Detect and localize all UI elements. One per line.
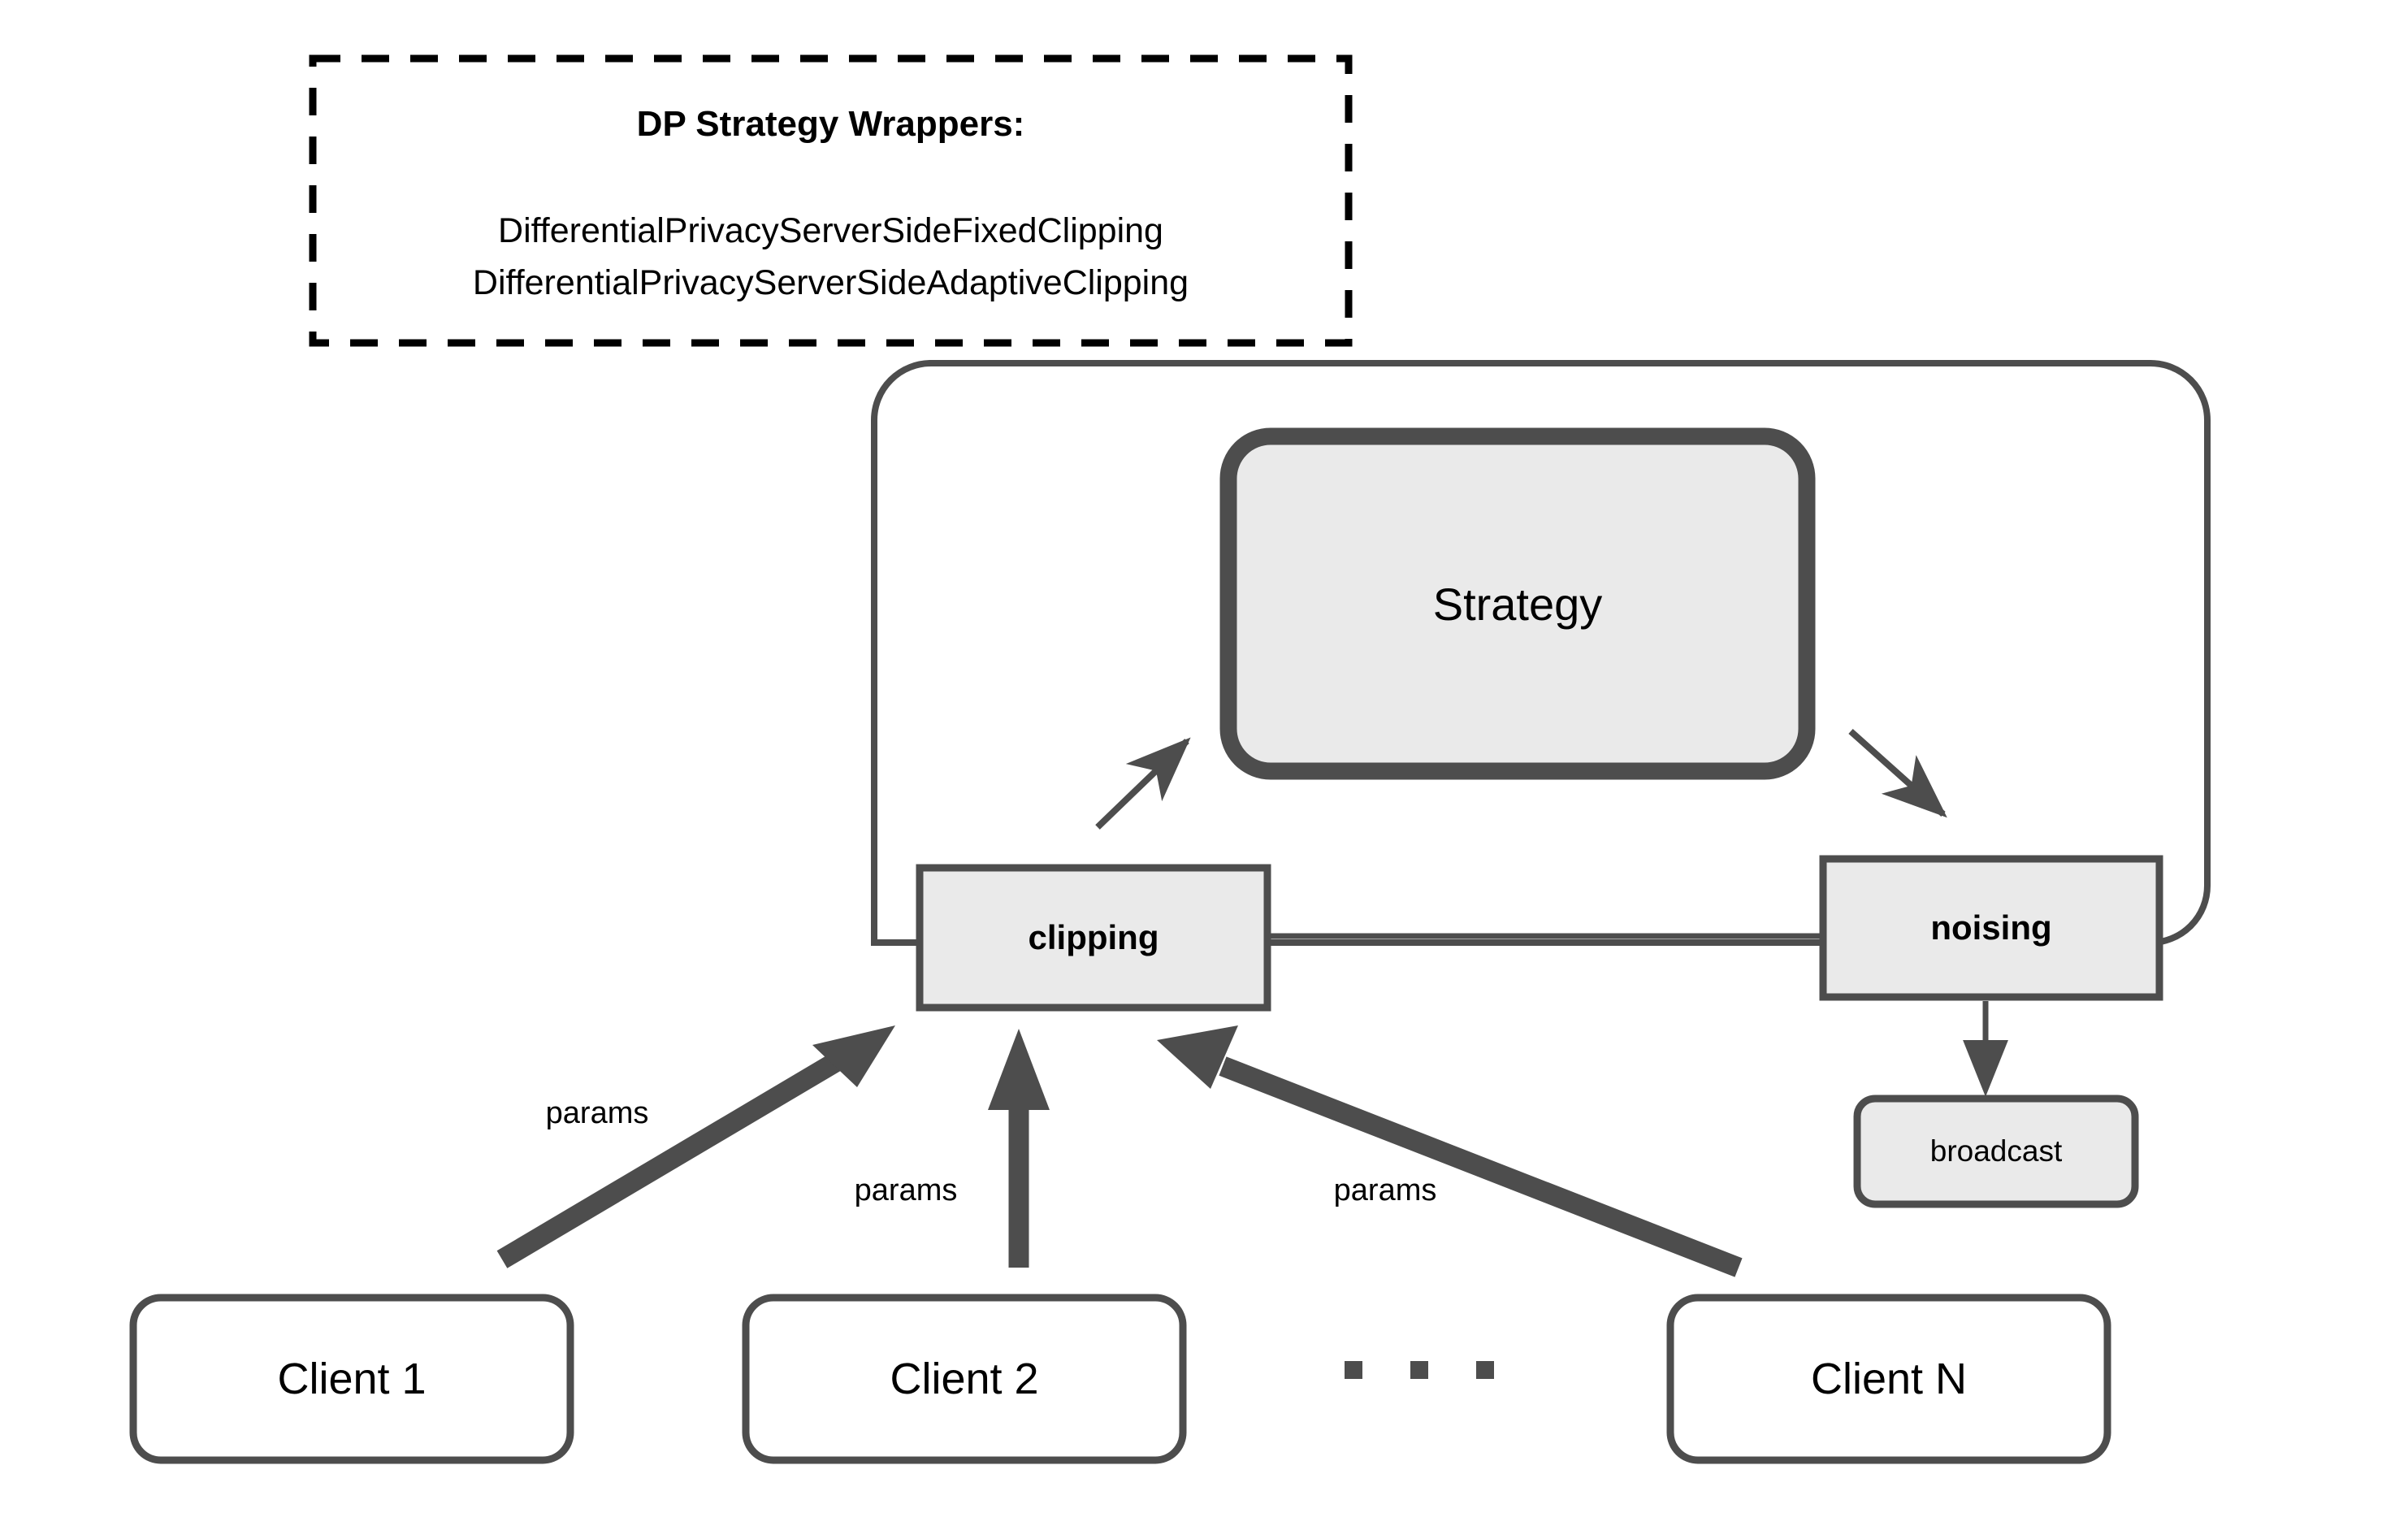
clipping-to-strategy-arrow [1095, 737, 1191, 830]
strategy-to-noising-arrow [1848, 729, 1947, 818]
dp-wrapper-note-box [309, 54, 1353, 347]
noising-node-shape[interactable] [1819, 855, 2163, 1001]
clipping-node-shape[interactable] [916, 864, 1271, 1012]
client-2-shape[interactable] [742, 1294, 1187, 1464]
strategy-node-shape[interactable] [1219, 427, 1816, 780]
ellipsis-dots-icon [1345, 1361, 1494, 1379]
server-boundary-shape [871, 360, 2211, 946]
client2-to-clipping-arrow [988, 1029, 1050, 1268]
client-1-shape[interactable] [129, 1294, 574, 1464]
broadcast-node-shape[interactable] [1853, 1095, 2139, 1208]
clientN-to-clipping-arrow [1157, 1025, 1743, 1277]
client1-to-clipping-arrow [496, 1025, 895, 1268]
client-n-shape[interactable] [1666, 1294, 2111, 1464]
